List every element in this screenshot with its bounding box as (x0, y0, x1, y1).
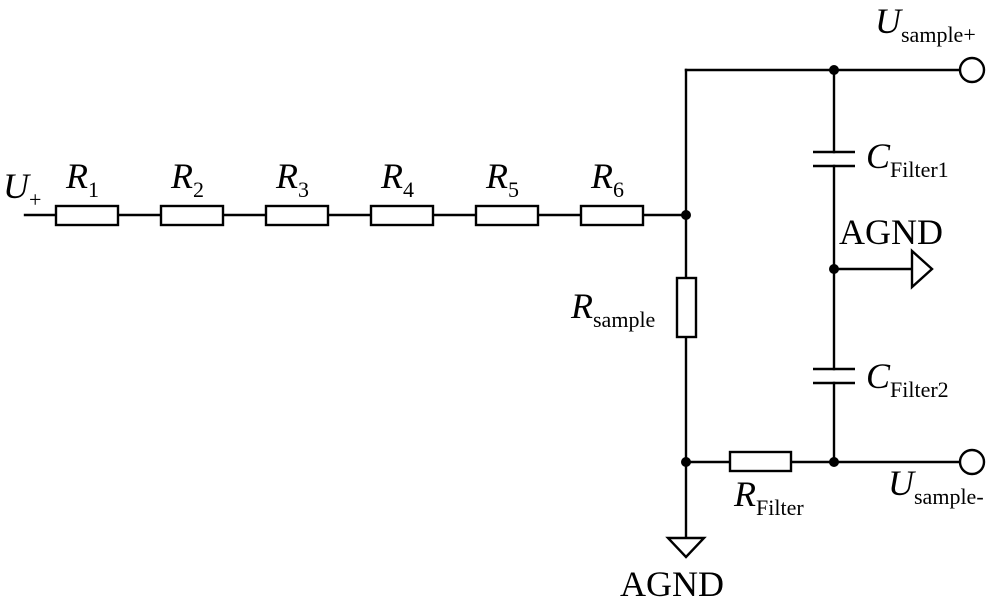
label-agnd-mid: AGND (839, 212, 943, 252)
junction-dot (681, 210, 691, 220)
junction-dot (829, 65, 839, 75)
ground-symbol-mid (910, 248, 934, 290)
label-u-plus: U+ (3, 166, 41, 212)
label-r2: R2 (170, 156, 204, 202)
resistor-r3 (264, 204, 330, 227)
resistor-r4 (369, 204, 435, 227)
label-u-sample-minus: Usample- (888, 463, 984, 509)
label-r-sample: Rsample (570, 286, 655, 332)
junction-dot (829, 457, 839, 467)
junction-dot (681, 457, 691, 467)
label-r5: R5 (485, 156, 519, 202)
label-r6: R6 (590, 156, 624, 202)
resistor-r6 (579, 204, 645, 227)
junction-dots (681, 65, 839, 467)
label-u-sample-plus: Usample+ (875, 1, 976, 47)
wires (23, 68, 962, 540)
resistor-r1 (54, 204, 120, 227)
ground-symbol-bottom (665, 536, 707, 559)
resistor-r-filter (728, 450, 793, 473)
label-r3: R3 (275, 156, 309, 202)
terminal-u-sample-plus (958, 56, 986, 84)
junction-dot (829, 264, 839, 274)
resistor-r5 (474, 204, 540, 227)
label-r-filter: RFilter (733, 474, 804, 520)
capacitor-c-filter1 (813, 150, 855, 168)
series-resistors (54, 204, 645, 227)
resistor-r-sample (675, 276, 698, 339)
label-r1: R1 (65, 156, 99, 202)
label-c-filter1: CFilter1 (866, 136, 949, 182)
label-r4: R4 (380, 156, 414, 202)
capacitor-c-filter2 (813, 367, 855, 385)
label-c-filter2: CFilter2 (866, 356, 949, 402)
resistor-r2 (159, 204, 225, 227)
terminal-u-sample-minus (958, 448, 986, 476)
label-agnd-bottom: AGND (620, 564, 724, 604)
